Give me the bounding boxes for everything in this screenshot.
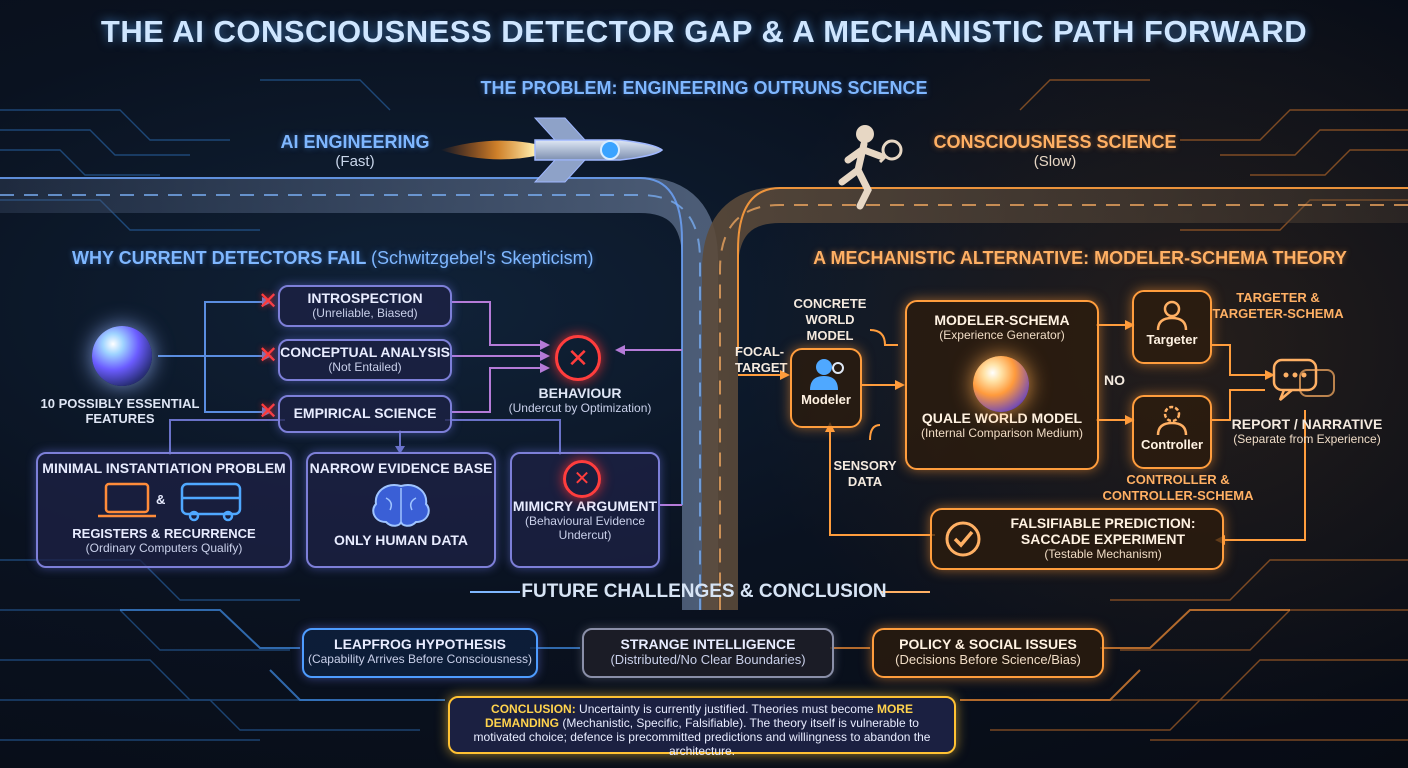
page-title: THE AI CONSCIOUSNESS DETECTOR GAP & A ME… — [100, 14, 1308, 49]
introspection-sub: (Unreliable, Biased) — [312, 306, 418, 320]
policy-box: POLICY & SOCIAL ISSUES (Decisions Before… — [872, 628, 1104, 678]
why-fail-heading-paren: (Schwitzgebel's Skepticism) — [371, 248, 594, 268]
mimicry-title: MIMICRY ARGUMENT — [512, 498, 658, 514]
ai-engineering-label: AI ENGINEERING (Fast) — [280, 132, 430, 170]
conclusion-text-a: Uncertainty is currently justified. Theo… — [579, 702, 874, 716]
conclusion-box: CONCLUSION: Uncertainty is currently jus… — [448, 696, 956, 758]
falsifiable-title: FALSIFIABLE PREDICTION: SACCADE EXPERIME… — [1010, 515, 1196, 547]
strange-title: STRANGE INTELLIGENCE — [620, 636, 796, 652]
schema-sub: (Experience Generator) — [939, 328, 1065, 342]
consciousness-science-title: CONSCIOUSNESS SCIENCE — [933, 132, 1177, 152]
strange-intelligence-box: STRANGE INTELLIGENCE (Distributed/No Cle… — [582, 628, 834, 678]
rocket-icon — [440, 117, 664, 183]
mechanistic-heading: A MECHANISTIC ALTERNATIVE: MODELER-SCHEM… — [813, 248, 1347, 268]
leapfrog-sub: (Capability Arrives Before Consciousness… — [307, 652, 533, 666]
why-fail-heading-main: WHY CURRENT DETECTORS FAIL — [72, 248, 367, 268]
x-icon: ✕ — [555, 335, 601, 381]
narrow-evidence-box: NARROW EVIDENCE BASE ONLY HUMAN DATA — [306, 452, 496, 568]
report-sub: (Separate from Experience) — [1233, 432, 1381, 446]
schema-title: MODELER-SCHEMA — [934, 312, 1070, 328]
policy-sub: (Decisions Before Science/Bias) — [895, 652, 1081, 667]
features-orb — [92, 326, 152, 386]
magnifier-icon — [881, 139, 903, 161]
empirical-science-box: EMPIRICAL SCIENCE — [278, 395, 452, 433]
modeler-schema-box: MODELER-SCHEMA (Experience Generator) QU… — [905, 300, 1099, 470]
only-human-data: ONLY HUMAN DATA — [333, 532, 469, 548]
targeter-schema-label: TARGETER & TARGETER-SCHEMA — [1212, 290, 1344, 321]
controller-box: Controller — [1132, 395, 1212, 469]
modeler-title: Modeler — [801, 392, 851, 407]
targeter-title: Targeter — [1146, 332, 1198, 347]
narrow-evidence-title: NARROW EVIDENCE BASE — [309, 460, 493, 476]
x-icon: ✕ — [257, 342, 279, 369]
behaviour-title: BEHAVIOUR — [538, 385, 622, 401]
targeter-box: Targeter — [1132, 290, 1212, 364]
consciousness-science-label: CONSCIOUSNESS SCIENCE (Slow) — [920, 132, 1190, 170]
conclusion-more-demanding: MORE DEMANDING — [485, 702, 913, 730]
falsifiable-prediction-box: FALSIFIABLE PREDICTION: SACCADE EXPERIME… — [930, 508, 1224, 570]
leapfrog-title: LEAPFROG HYPOTHESIS — [334, 636, 506, 652]
x-icon: ✕ — [257, 398, 279, 425]
why-fail-heading: WHY CURRENT DETECTORS FAIL (Schwitzgebel… — [72, 248, 632, 269]
controller-schema-label: CONTROLLER & CONTROLLER-SCHEMA — [1102, 472, 1254, 503]
sensory-data-label: SENSORY DATA — [833, 458, 897, 489]
strange-sub: (Distributed/No Clear Boundaries) — [610, 652, 806, 667]
brain-icon — [372, 484, 430, 527]
conceptual-analysis-box: CONCEPTUAL ANALYSIS (Not Entailed) — [278, 339, 452, 381]
modeler-box: Modeler — [790, 348, 862, 428]
quale-sub: (Internal Comparison Medium) — [920, 426, 1084, 440]
controller-title: Controller — [1140, 437, 1204, 452]
laptop-bus-icons — [98, 482, 242, 522]
registers-recurrence: REGISTERS & RECURRENCE — [72, 526, 256, 541]
mimicry-sub: (Behavioural Evidence Undercut) — [524, 514, 646, 542]
policy-title: POLICY & SOCIAL ISSUES — [899, 636, 1077, 652]
problem-heading: THE PROBLEM: ENGINEERING OUTRUNS SCIENCE — [480, 78, 928, 98]
conceptual-analysis-sub: (Not Entailed) — [328, 360, 402, 374]
ai-engineering-sub: (Fast) — [335, 153, 375, 170]
x-icon: ✕ — [257, 288, 279, 315]
bus-icon — [180, 482, 242, 522]
laptop-icon — [98, 482, 156, 518]
minimal-instantiation-box: MINIMAL INSTANTIATION PROBLEM & REGISTER… — [36, 452, 292, 568]
report-label: REPORT / NARRATIVE (Separate from Experi… — [1224, 416, 1390, 446]
ampersand: & — [156, 492, 166, 507]
report-title: REPORT / NARRATIVE — [1231, 416, 1383, 432]
mimicry-argument-box: ✕ MIMICRY ARGUMENT (Behavioural Evidence… — [510, 452, 660, 568]
introspection-title: INTROSPECTION — [307, 290, 423, 306]
ai-engineering-title: AI ENGINEERING — [280, 132, 430, 152]
runner-icon — [838, 125, 903, 210]
focal-target-label: FOCAL-TARGET — [735, 344, 788, 375]
conclusion-label: CONCLUSION: — [491, 702, 576, 716]
x-icon: ✕ — [563, 460, 601, 498]
conceptual-analysis-title: CONCEPTUAL ANALYSIS — [280, 344, 450, 360]
quale-orb — [973, 356, 1029, 412]
minimal-instantiation-title: MINIMAL INSTANTIATION PROBLEM — [42, 460, 286, 476]
gear-person-icon — [1156, 405, 1188, 436]
empirical-science-title: EMPIRICAL SCIENCE — [293, 405, 437, 421]
person-icon — [810, 359, 844, 390]
falsifiable-sub: (Testable Mechanism) — [1044, 547, 1162, 561]
behaviour-label: BEHAVIOUR (Undercut by Optimization) — [495, 385, 665, 415]
future-heading: FUTURE CHALLENGES & CONCLUSION — [521, 581, 887, 602]
chat-icon — [1272, 358, 1335, 401]
behaviour-sub: (Undercut by Optimization) — [508, 401, 652, 415]
quale-title: QUALE WORLD MODEL — [921, 410, 1083, 426]
concrete-world-model-label: CONCRETE WORLD MODEL — [793, 296, 867, 343]
person-icon — [1156, 300, 1188, 331]
features-label: 10 POSSIBLY ESSENTIAL FEATURES — [40, 396, 200, 426]
introspection-box: INTROSPECTION (Unreliable, Biased) — [278, 285, 452, 327]
conclusion-text-b: (Mechanistic, Specific, Falsifiable). Th… — [473, 716, 931, 758]
no-label: NO — [1104, 372, 1125, 388]
check-icon — [945, 521, 981, 557]
consciousness-science-sub: (Slow) — [1033, 153, 1077, 170]
leapfrog-box: LEAPFROG HYPOTHESIS (Capability Arrives … — [302, 628, 538, 678]
ordinary-computers: (Ordinary Computers Qualify) — [85, 541, 243, 555]
